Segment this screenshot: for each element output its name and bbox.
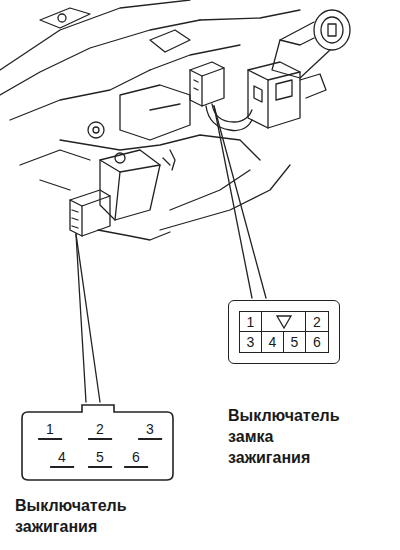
pin-number: 5: [88, 450, 112, 468]
pin-cell: 2: [306, 312, 328, 332]
caption-label: Выключатель зажигания: [15, 496, 145, 538]
pin-number: 3: [138, 422, 162, 440]
connector-face: 1 2 3456: [228, 300, 340, 364]
pin-number: 2: [313, 315, 321, 329]
pin-number: 6: [313, 335, 321, 349]
pin-number: 6: [124, 450, 148, 468]
pin-number: 1: [247, 315, 255, 329]
pin-number: 5: [291, 335, 299, 349]
pin-cell: 1: [240, 312, 262, 332]
pin-number: 4: [269, 335, 277, 349]
pin-number: 3: [247, 335, 255, 349]
caption-label: Выключатель замка зажигания: [228, 406, 353, 468]
connector-outline-path: [22, 405, 173, 480]
pin-number: 4: [50, 450, 74, 468]
pin-cell: 3: [240, 332, 262, 352]
pin-cell: [262, 312, 306, 332]
pin-cell: 5: [284, 332, 306, 352]
key-notch-outline: [277, 316, 291, 328]
pin-grid: 1 2 3456: [239, 311, 329, 353]
pin-cell: 6: [306, 332, 328, 352]
pin-number: 1: [38, 422, 62, 440]
connector-face: 1 2 3 456: [20, 402, 175, 482]
connector-outline: [20, 402, 175, 482]
key-notch-symbol: [274, 314, 294, 330]
pin-number: 2: [88, 422, 112, 440]
pin-cell: 4: [262, 332, 284, 352]
